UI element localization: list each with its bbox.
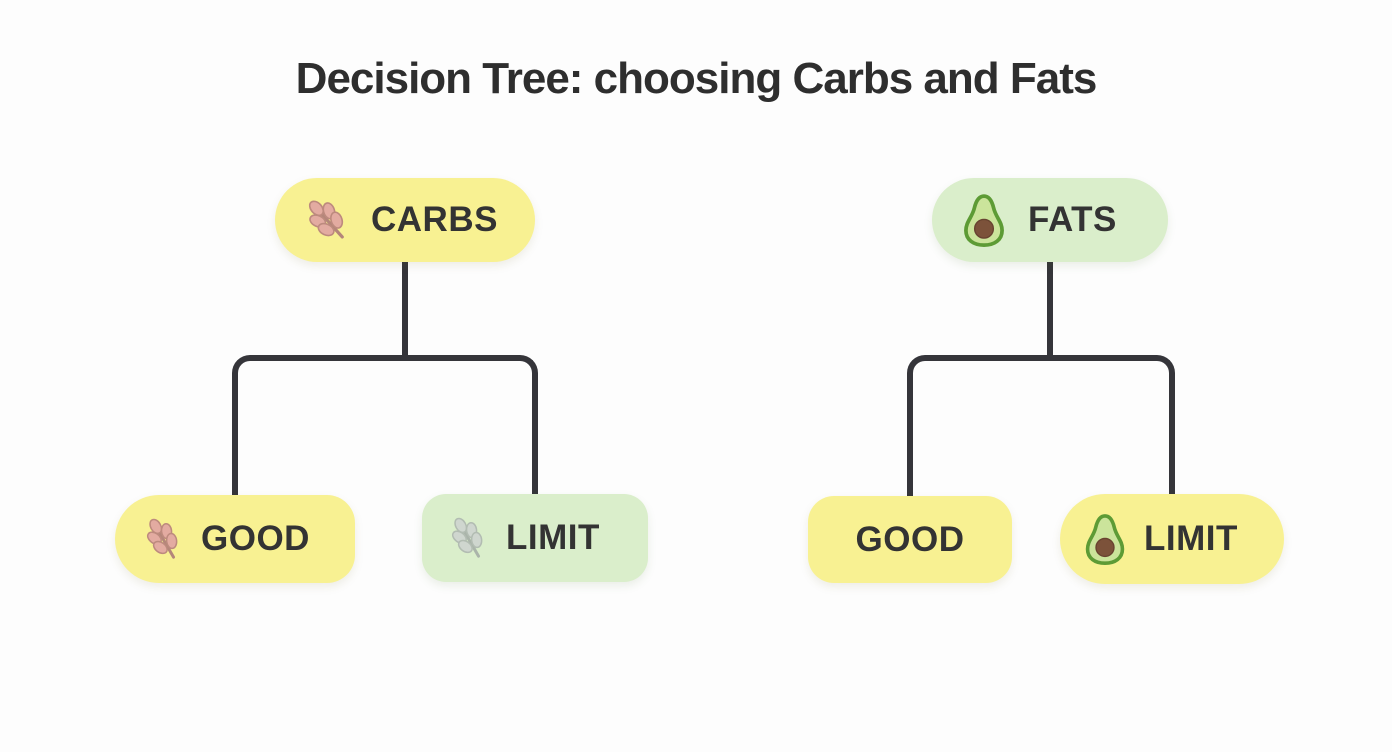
node-label: LIMIT — [1144, 519, 1238, 558]
avocado-icon — [956, 192, 1012, 248]
fats-branch-connector — [907, 355, 1175, 497]
wheat-icon — [444, 514, 492, 562]
fats-good-node: GOOD — [808, 496, 1012, 583]
carbs-stem-connector — [402, 258, 408, 359]
node-label: CARBS — [371, 200, 498, 239]
node-label: GOOD — [201, 519, 310, 558]
page-title: Decision Tree: choosing Carbs and Fats — [295, 54, 1098, 103]
node-label: LIMIT — [506, 518, 600, 557]
wheat-icon — [301, 194, 353, 246]
carbs-limit-node: LIMIT — [422, 494, 648, 582]
carbs-branch-connector — [232, 355, 538, 496]
fats-stem-connector — [1047, 258, 1053, 359]
node-label: FATS — [1028, 200, 1117, 239]
fats-limit-node: LIMIT — [1060, 494, 1284, 584]
avocado-icon — [1078, 512, 1132, 566]
carbs-root-node: CARBS — [275, 178, 535, 262]
wheat-icon — [139, 515, 187, 563]
fats-root-node: FATS — [932, 178, 1168, 262]
carbs-good-node: GOOD — [115, 495, 355, 583]
node-label: GOOD — [855, 519, 965, 559]
